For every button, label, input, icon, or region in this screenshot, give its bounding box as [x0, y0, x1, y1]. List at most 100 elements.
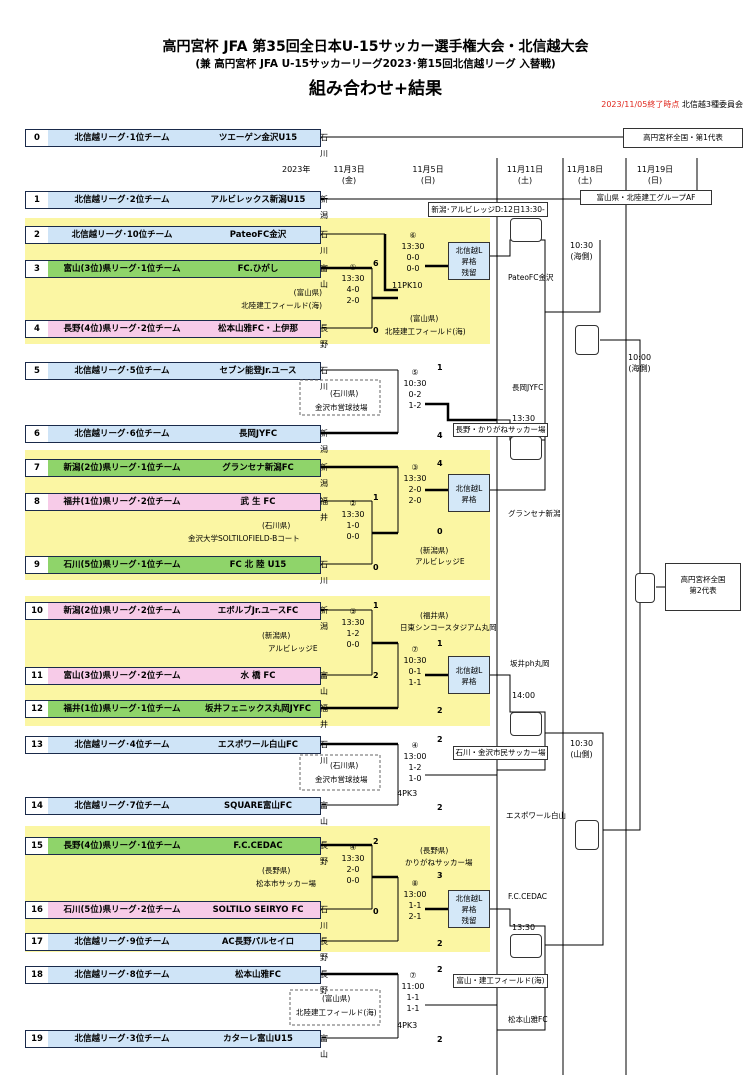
match-4b-venue-pref: (長野県) — [262, 866, 291, 875]
team-name: 松本山雅FC — [196, 967, 321, 983]
team-name: SOLTILO SEIRYO FC — [196, 902, 321, 918]
team-name: エスポワール白山FC — [196, 737, 321, 753]
bracket-slot — [635, 573, 655, 603]
match-2-bottom-score: 0 — [373, 563, 379, 572]
match-2-venue-pref: (石川県) — [262, 521, 291, 530]
match-1-venue-pref: (富山県) — [293, 288, 322, 297]
team-name: エボルブJr.ユースFC — [196, 603, 321, 619]
match-4-pk: 4PK3 — [397, 789, 418, 798]
final-time: 10:00(海側) — [628, 353, 652, 373]
semi-1-time: 10:30(海側) — [570, 241, 594, 261]
match-1-venue: 北陸建工フィールド(海) — [241, 301, 322, 310]
team-name: F.C.CEDAC — [196, 838, 321, 854]
team-name: FC 北 陸 U15 — [196, 557, 321, 573]
match-5-top-score: 1 — [437, 363, 443, 372]
match-4-venue: 金沢市営球技場 — [315, 775, 368, 784]
bracket-slot — [510, 934, 542, 958]
team-name: セブン能登Jr.ユース — [196, 363, 321, 379]
team-name: FC.ひがし — [196, 261, 321, 277]
date-header-4: 11月18日(土) — [566, 165, 604, 185]
match-9-pk: 4PK3 — [397, 1021, 418, 1030]
winner-cedac: F.C.CEDAC — [508, 892, 547, 901]
match-7-bottom-score: 2 — [437, 706, 443, 715]
match-8-top-score: 3 — [437, 871, 443, 880]
winner-grancena: グランセナ新潟 — [508, 509, 561, 518]
page-heading: 組み合わせ+結果 — [308, 79, 443, 99]
qual-box-2: 北信越L 昇格 — [448, 474, 490, 512]
qual-box-4: 北信越L 昇格 残留 — [448, 890, 490, 928]
bracket-slot — [575, 820, 599, 850]
match-2-top-score: 1 — [373, 493, 379, 502]
match-3b-venue: アルビレッジE — [268, 644, 318, 653]
nagaoka-time: 13:30 — [512, 414, 536, 423]
match-5-venue: 金沢市営球技場 — [315, 403, 368, 412]
match-6-venue: 北陸建工フィールド(海) — [385, 327, 466, 336]
match-4-venue-pref: (石川県) — [330, 761, 359, 770]
match-4-top-score: 2 — [437, 735, 443, 744]
match-14-venue: 石川・金沢市民サッカー場 — [453, 746, 548, 760]
match-4b-bottom-score: 0 — [373, 907, 379, 916]
match-1-bottom-score: 0 — [373, 326, 379, 335]
match-3b-bottom-score: 2 — [373, 671, 379, 680]
bracket-slot — [510, 218, 542, 242]
winner-esp: エスポワール白山 — [506, 811, 566, 820]
nagaoka-venue: 長野・かりがねサッカー場 — [453, 423, 548, 437]
match-3-bottom-score: 0 — [437, 527, 443, 536]
match-9-venue: 北陸建工フィールド(海) — [296, 1008, 377, 1017]
match-6-venue-pref: (富山県) — [410, 314, 439, 323]
toyama-af-note: 富山県・北陸建工グループAF — [580, 190, 712, 205]
match-9-venue-pref: (富山県) — [322, 994, 351, 1003]
match-3-venue: アルビレッジE — [415, 557, 465, 566]
qual-box-1: 北信越L 昇格 残留 — [448, 242, 490, 280]
winner-pateo: PateoFC金沢 — [508, 273, 554, 282]
date-header-3: 11月11日(土) — [506, 165, 544, 185]
match-7-venue-pref: (福井県) — [420, 611, 449, 620]
team-name: 長岡JYFC — [196, 426, 321, 442]
match-6-pk: 11PK10 — [392, 281, 423, 290]
match-3b-venue-pref: (新潟県) — [262, 631, 291, 640]
team-name: 武 生 FC — [196, 494, 321, 510]
page-subtitle: (兼 高円宮杯 JFA U-15サッカーリーグ2023･第15回北信越リーグ 入… — [195, 58, 556, 70]
match-3-venue-pref: (新潟県) — [420, 546, 449, 555]
match-1330-time: 13:30 — [512, 923, 536, 932]
stamp-date: 2023/11/05終了時点 — [601, 100, 680, 109]
team-name: 松本山雅FC・上伊那 — [196, 321, 321, 337]
match-1-top-score: 6 — [373, 259, 379, 268]
match-2-venue: 金沢大学SOLTILOFIELD-Bコート — [188, 534, 300, 543]
match-8-bottom-score: 2 — [437, 939, 443, 948]
team-name: グランセナ新潟FC — [196, 460, 321, 476]
team-name: 水 橋 FC — [196, 668, 321, 684]
match-5-bottom-score: 4 — [437, 431, 443, 440]
match-4-bottom-score: 2 — [437, 803, 443, 812]
match-8-venue: かりがねサッカー場 — [405, 858, 473, 867]
team-name: 坂井フェニックス丸岡JYFC — [196, 701, 321, 717]
match-3-top-score: 4 — [437, 459, 443, 468]
winner-yamaga: 松本山雅FC — [508, 1015, 548, 1024]
year-header: 2023年 — [282, 165, 311, 174]
match-7-venue: 日東シンコースタジアム丸岡 — [400, 623, 497, 632]
team-name: SQUARE富山FC — [196, 798, 321, 814]
team-name: PateoFC金沢 — [196, 227, 321, 243]
bracket-slot — [510, 436, 542, 460]
team-name: アルビレックス新潟U15 — [196, 192, 321, 208]
status-stamp: 2023/11/05終了時点 北信越3種委員会 — [601, 99, 743, 110]
winner-sakai: 坂井ph丸岡 — [510, 659, 550, 668]
albi-note: 新潟･アルビレッジD:12日13:30- — [428, 202, 548, 217]
